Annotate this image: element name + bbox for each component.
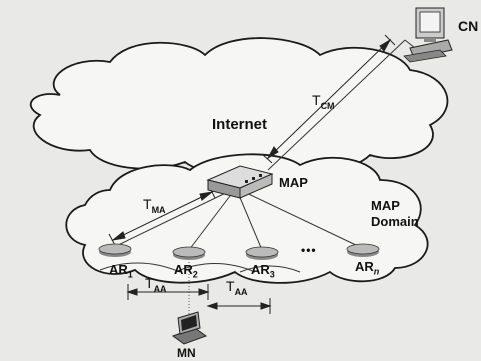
ar2-sub: 2: [192, 269, 198, 280]
router-arn: [346, 243, 380, 257]
t-cm-label: TCM: [312, 92, 335, 111]
t-ma-main: T: [143, 196, 152, 212]
ellipsis: •••: [301, 243, 317, 257]
t-cm-arrow: [261, 34, 396, 164]
map-device: [206, 165, 274, 199]
t-aa-label-2: TAA: [226, 278, 248, 297]
map-domain-cloud: [65, 153, 429, 284]
ar3-sub: 3: [269, 269, 275, 280]
t-aa-1-main: T: [145, 275, 154, 291]
internet-label: Internet: [212, 116, 268, 133]
t-aa-1-sub: AA: [153, 283, 167, 294]
t-aa-2-main: T: [226, 278, 235, 294]
ar1-main: AR: [109, 262, 128, 277]
arn-label: ARn: [355, 259, 379, 277]
t-ma-sub: MA: [151, 204, 166, 215]
mn-label: MN: [177, 346, 196, 360]
cn-label: CN: [458, 18, 479, 34]
map-ar-links: [111, 187, 359, 251]
t-cm-main: T: [312, 92, 321, 108]
t-aa-label-1: TAA: [145, 275, 167, 294]
map-domain-label-line2: Domain: [371, 214, 419, 229]
t-ma-arrow: [108, 185, 216, 248]
ar3-main: AR: [251, 262, 270, 277]
map-cn-link: [267, 39, 406, 171]
ar1-sub: 1: [127, 269, 133, 280]
cn-computer: [403, 7, 453, 63]
coverage-arcs: [99, 262, 301, 273]
ar3-label: AR3: [251, 262, 275, 280]
t-aa-arrow-1: [126, 284, 210, 300]
ar2-main: AR: [174, 262, 193, 277]
t-aa-arrow-2: [206, 298, 272, 314]
t-cm-sub: CM: [320, 100, 335, 111]
router-ar3: [245, 246, 279, 260]
t-aa-2-sub: AA: [234, 286, 248, 297]
arn-sub: n: [373, 266, 380, 277]
t-ma-label: TMA: [143, 196, 166, 215]
router-ar2: [172, 246, 206, 260]
ar2-label: AR2: [174, 262, 198, 280]
mn-laptop: [171, 311, 208, 345]
map-domain-label-line1: MAP: [371, 198, 400, 213]
arn-main: AR: [355, 259, 374, 274]
map-label: MAP: [279, 175, 308, 190]
internet-cloud: [29, 37, 449, 174]
router-ar1: [98, 243, 132, 257]
ar1-label: AR1: [109, 262, 133, 280]
